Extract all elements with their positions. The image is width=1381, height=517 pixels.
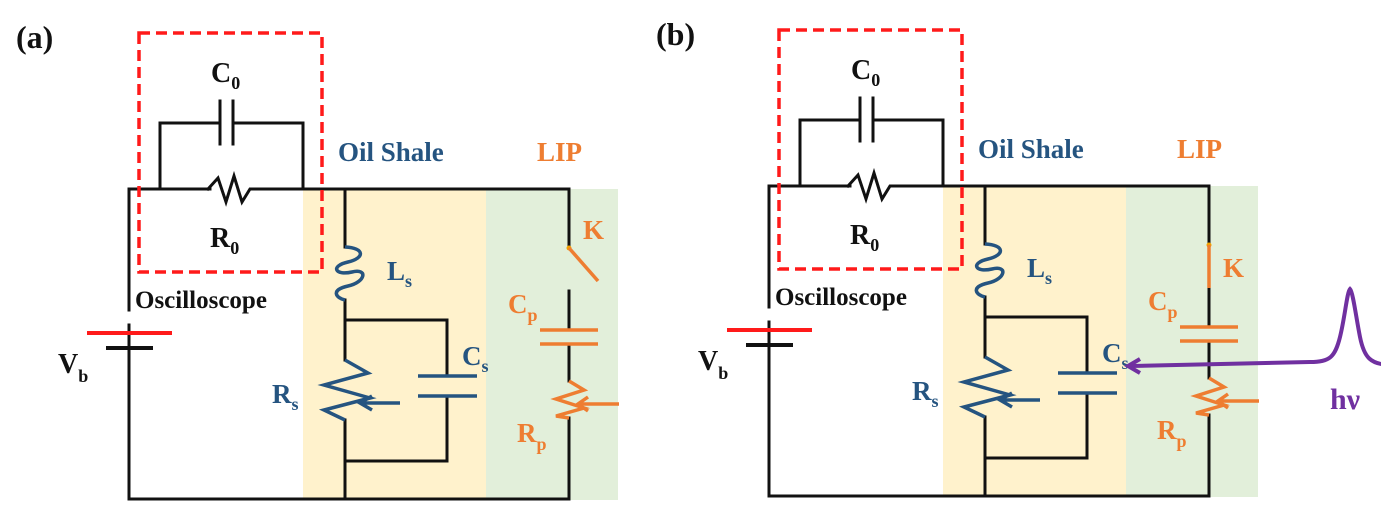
oil-shale-wire [343,187,449,501]
cp-label: Cp [1148,286,1178,322]
laser-pulse-icon [1129,286,1381,368]
resistor-r0-icon [845,167,900,204]
capacitor-cs-icon [418,374,477,398]
photon-arrow-head-icon [1124,357,1142,375]
lip-label: LIP [1177,134,1222,164]
rp-label: Rp [517,418,547,454]
k-label: K [583,215,604,245]
switch-k-open-icon[interactable] [567,246,600,283]
rp-adjust-arrow-icon [1214,392,1259,410]
rp-label: Rp [1157,415,1187,451]
rs-label: Rs [912,376,939,411]
oil-shale-region [943,186,1126,497]
lip-label: LIP [537,137,582,167]
c0-label: C0 [851,55,880,90]
oil-shale-label: Oil Shale [338,137,444,167]
oil-shale-label: Oil Shale [978,134,1084,164]
c0-branch-wire [158,121,305,191]
main-loop-wire [127,187,571,501]
cs-label: Cs [1102,338,1129,373]
k-label: K [1223,253,1244,283]
capacitor-cp-icon [1180,325,1238,343]
oil-shale-region [303,189,486,500]
oil-shale-wire [983,184,1089,498]
variable-resistor-rs-icon [317,358,377,422]
panel-b: (b) C0 R0 Oscilloscope Vb Oil Shale Ls R… [656,16,1381,498]
oscilloscope-dashed-box [137,31,324,274]
ls-label: Ls [1027,253,1052,288]
r0-label: R0 [210,223,239,258]
c0-branch-wire [798,118,945,188]
variable-resistor-rs-icon [957,355,1017,419]
cp-label: Cp [508,289,538,325]
oscilloscope-dashed-box [777,28,964,271]
ls-label: Ls [387,256,412,291]
photon-hv-label: hν [1330,383,1361,416]
r0-label: R0 [850,220,879,255]
variable-resistor-rp-icon [550,379,591,420]
panel-label: (b) [656,16,695,52]
inductor-ls-icon [334,245,365,302]
rs-adjust-arrow-icon [996,391,1040,409]
rs-label: Rs [272,379,299,414]
capacitor-cp-icon [540,328,598,346]
inductor-ls-icon [974,242,1005,299]
panel-label: (a) [16,19,53,55]
c0-label: C0 [211,58,240,93]
capacitor-c0-icon [218,99,235,146]
vb-label: Vb [58,349,88,386]
rp-adjust-arrow-icon [574,395,619,413]
panel-a: (a) C0 R0 Oscilloscope Vb Oil Shale Ls R… [16,19,619,501]
capacitor-c0-icon [858,96,875,143]
resistor-r0-icon [205,170,260,207]
rs-adjust-arrow-icon [356,394,400,412]
vb-label: Vb [698,346,728,383]
main-loop-wire [767,184,1211,498]
oscilloscope-label: Oscilloscope [775,284,907,311]
capacitor-cs-icon [1058,371,1117,395]
variable-resistor-rp-icon [1190,376,1231,417]
oscilloscope-label: Oscilloscope [135,287,267,314]
cs-label: Cs [462,341,489,376]
